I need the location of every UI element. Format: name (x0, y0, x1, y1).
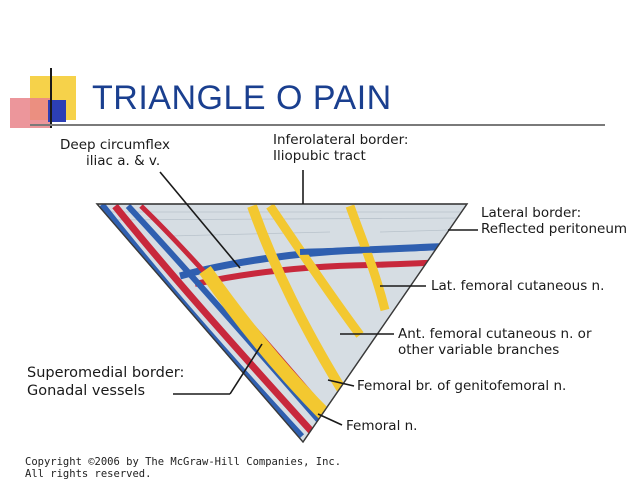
gonadal-artery (112, 204, 315, 435)
ant-femoral-cutaneous-nerve (266, 204, 364, 338)
label-lateral-2: Reflected peritoneum (481, 221, 628, 237)
decor-horizontal-line (30, 124, 80, 126)
label-ant-femoral-1: Ant. femoral cutaneous n. or (398, 326, 592, 342)
label-deep-circumflex-1: Deep circumflex (60, 137, 170, 153)
label-deep-circumflex-2: iliac a. & v. (86, 153, 161, 169)
leader-superomedial-diag (229, 343, 263, 395)
label-superomedial-2: Gonadal vessels (27, 383, 146, 399)
label-superomedial-1: Superomedial border: (27, 365, 185, 381)
leader-femoral-br (327, 379, 355, 387)
copyright-line-1: Copyright ©2006 by The McGraw-Hill Compa… (25, 456, 342, 468)
triangle-outline (95, 203, 469, 444)
triangle-region (95, 203, 469, 443)
decor-vertical-line (50, 68, 52, 128)
label-lateral-1: Lateral border: (481, 205, 582, 221)
label-femoral-n: Femoral n. (346, 418, 418, 434)
label-lat-femoral-cutaneous: Lat. femoral cutaneous n. (431, 278, 605, 294)
page-title: TRIANGLE O PAIN (92, 79, 392, 117)
decor-square-red (10, 98, 50, 128)
label-inferolateral-1: Inferolateral border: (273, 132, 409, 148)
label-femoral-br: Femoral br. of genitofemoral n. (357, 378, 567, 394)
decor-square-blue (48, 100, 66, 122)
title-divider (80, 124, 605, 126)
femoral-branch-genitofemoral-nerve (247, 204, 350, 398)
leader-femoral-n (317, 413, 343, 426)
label-ant-femoral-2: other variable branches (398, 342, 560, 358)
copyright-line-2: All rights reserved. (25, 468, 152, 480)
label-inferolateral-2: Iliopubic tract (273, 148, 366, 164)
lat-femoral-cutaneous-nerve (345, 204, 390, 312)
leader-deep-circumflex (159, 171, 241, 269)
